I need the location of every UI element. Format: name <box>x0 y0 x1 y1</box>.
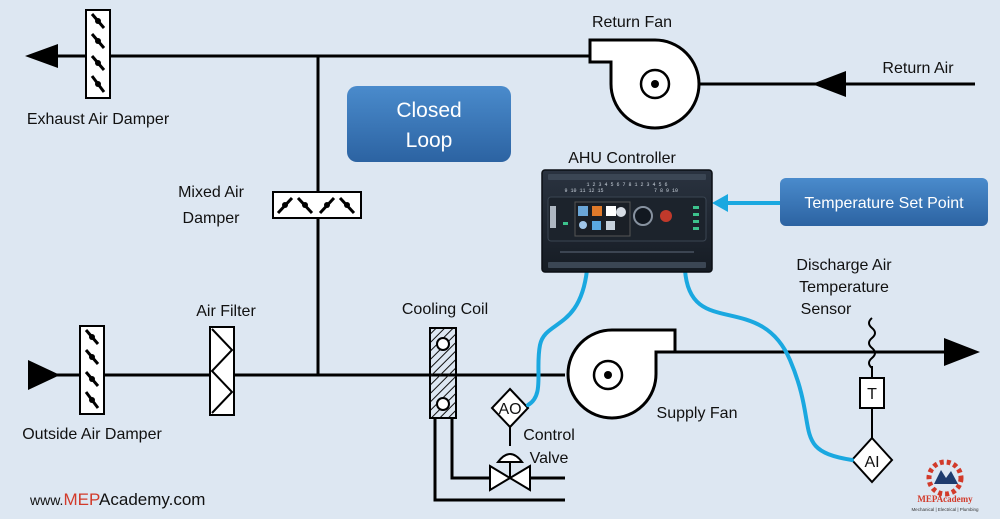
mixed-air-damper-label-2: Damper <box>183 210 241 227</box>
closed-loop-line2: Loop <box>406 129 453 152</box>
setpoint-arrow <box>712 194 728 212</box>
t-label: T <box>867 386 877 403</box>
website-suffix: Academy.com <box>99 490 205 509</box>
terminal-top-row: 1 2 3 4 5 6 7 8 1 2 3 4 5 6 <box>586 182 667 188</box>
signal-wires <box>526 201 854 462</box>
control-valve-label-1: Control <box>523 427 575 444</box>
discharge-arrow <box>944 338 980 366</box>
website-link[interactable]: www.MEPAcademy.com <box>29 490 205 509</box>
website-prefix: www. <box>29 492 63 508</box>
gear-icon <box>926 459 964 497</box>
temperature-set-point-box: Temperature Set Point <box>780 178 988 226</box>
closed-loop-line1: Closed <box>396 99 461 122</box>
ai-label: AI <box>864 454 879 471</box>
ao-wire <box>526 268 589 407</box>
control-valve <box>489 427 531 492</box>
discharge-air-sensor: T AI <box>850 317 894 484</box>
ao-point: AO <box>490 387 530 429</box>
exhaust-air-damper <box>85 9 111 99</box>
discharge-sensor-label-1: Discharge Air <box>796 257 892 274</box>
mixed-air-damper <box>272 191 362 219</box>
return-air-arrow <box>812 71 846 97</box>
controller-knob <box>633 206 653 226</box>
outside-air-arrow <box>28 360 60 390</box>
cooling-coil <box>429 327 565 502</box>
mepacademy-logo: MEPAcademy Mechanical | Electrical | Plu… <box>911 459 979 512</box>
website-brand: MEP <box>63 490 100 509</box>
controller-switch <box>550 206 556 228</box>
logo-name: MEPAcademy <box>917 494 973 504</box>
exhaust-arrow <box>25 44 58 68</box>
exhaust-air-damper-label: Exhaust Air Damper <box>27 111 170 128</box>
cooling-coil-label: Cooling Coil <box>402 301 488 318</box>
discharge-sensor-label-3: Sensor <box>801 301 852 318</box>
logo-tagline: Mechanical | Electrical | Plumbing <box>911 507 979 512</box>
ao-label: AO <box>498 401 521 418</box>
terminal-numbers-right: 7 8 9 10 <box>654 188 678 194</box>
control-valve-label-2: Valve <box>530 450 569 467</box>
return-air-label: Return Air <box>882 60 954 77</box>
supply-fan <box>566 328 677 420</box>
mixed-air-damper-label-1: Mixed Air <box>178 184 244 201</box>
ahu-controller: 1 2 3 4 5 6 7 8 1 2 3 4 5 6 9 10 11 12 1… <box>541 169 713 273</box>
outside-air-damper <box>79 325 105 415</box>
discharge-sensor-label-2: Temperature <box>799 279 889 296</box>
air-filter-label: Air Filter <box>196 303 256 320</box>
labels: Return Fan Return Air Exhaust Air Damper… <box>22 14 954 467</box>
outside-air-damper-label: Outside Air Damper <box>22 426 162 443</box>
terminal-numbers-left: 9 10 11 12 15 <box>564 188 603 194</box>
closed-loop-box: Closed Loop <box>347 86 511 162</box>
return-fan-label: Return Fan <box>592 14 672 31</box>
controller-logo-mark <box>660 210 672 222</box>
set-point-label: Temperature Set Point <box>804 195 964 212</box>
air-filter <box>209 326 235 416</box>
return-fan <box>588 38 701 130</box>
ahu-controller-label: AHU Controller <box>568 150 676 167</box>
ai-wire <box>683 268 854 462</box>
supply-fan-label: Supply Fan <box>657 405 738 422</box>
